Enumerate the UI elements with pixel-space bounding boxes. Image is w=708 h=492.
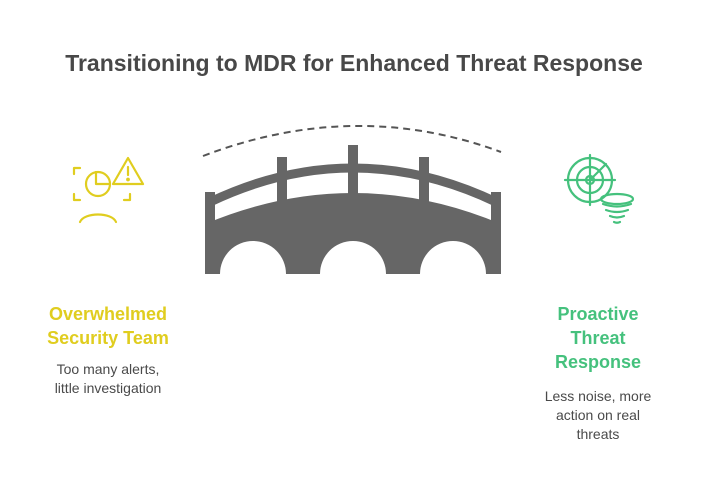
left-description: Too many alerts, little investigation bbox=[20, 360, 196, 398]
left-heading-line: Security Team bbox=[47, 328, 169, 348]
diagram-title: Transitioning to MDR for Enhanced Threat… bbox=[65, 50, 643, 76]
right-description-line: threats bbox=[576, 426, 620, 442]
left-heading-line: Overwhelmed bbox=[48, 304, 168, 324]
left-description-line: little investigation bbox=[54, 380, 162, 396]
right-heading-line: Proactive bbox=[557, 304, 639, 324]
radar-funnel-icon bbox=[563, 153, 635, 224]
right-description-line: action on real bbox=[555, 407, 641, 423]
right-heading: Proactive Threat Response bbox=[520, 302, 676, 374]
dashed-arc bbox=[202, 125, 502, 157]
left-heading: Overwhelmed Security Team bbox=[20, 302, 196, 350]
right-description-line: Less noise, more bbox=[544, 388, 652, 404]
right-heading-line: Response bbox=[554, 352, 642, 372]
overwhelmed-user-alert-icon bbox=[72, 156, 145, 224]
left-description-line: Too many alerts, bbox=[56, 361, 160, 377]
bridge-icon bbox=[202, 125, 502, 274]
right-heading-line: Threat bbox=[570, 328, 626, 348]
right-description: Less noise, more action on real threats bbox=[520, 387, 676, 444]
